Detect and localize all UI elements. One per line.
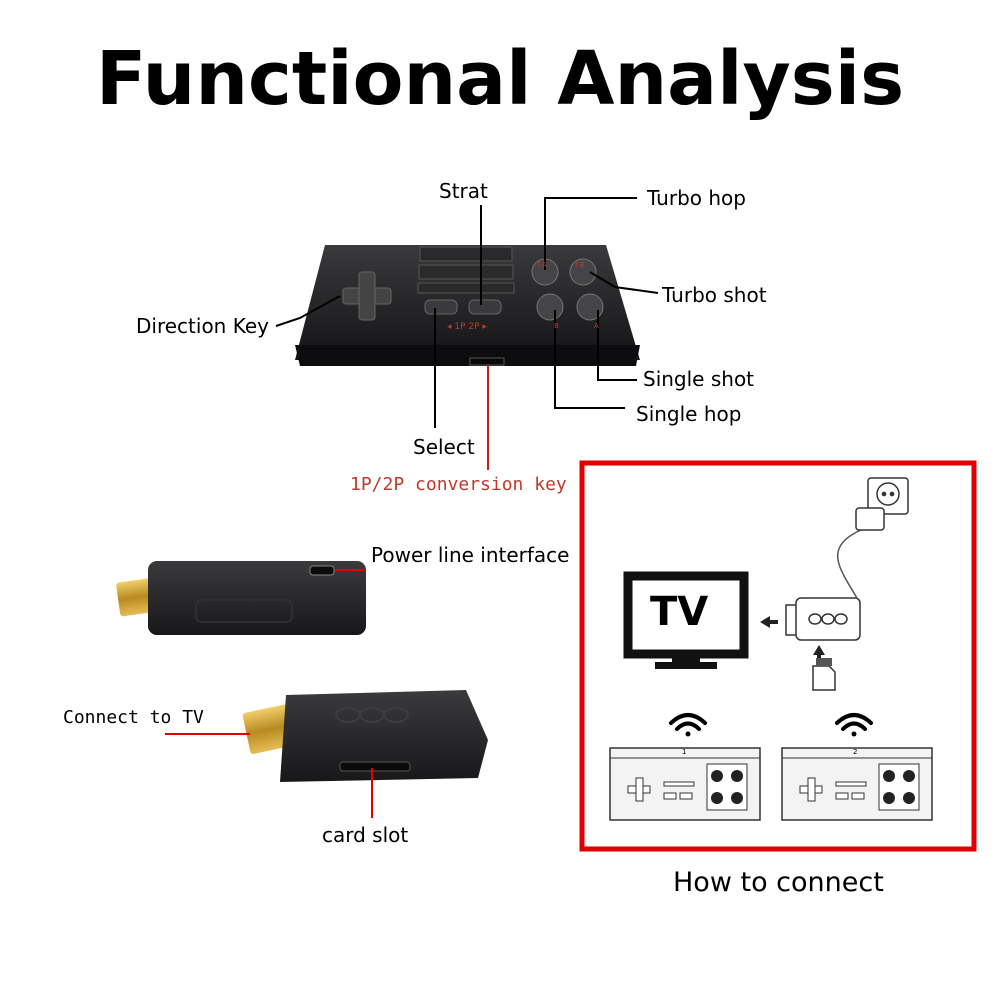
- dpad-icon: [342, 271, 392, 321]
- button-mark-b: B: [554, 322, 559, 330]
- arrow-left-icon: [760, 616, 770, 628]
- wifi-icon: [835, 713, 873, 737]
- turbo-shot-button: [569, 258, 597, 286]
- pad-2-number: 2: [853, 748, 858, 756]
- wifi-icon: [669, 713, 707, 737]
- single-hop-button: [536, 293, 564, 321]
- label-direction-key: Direction Key: [136, 314, 269, 338]
- page-title: Functional Analysis: [95, 36, 905, 122]
- label-card-slot: card slot: [322, 823, 409, 847]
- button-mark-turbo-a: T-A: [536, 261, 547, 269]
- sd-card-icon: [812, 658, 836, 691]
- tv-icon: [623, 571, 749, 669]
- wall-socket-icon: [855, 477, 909, 531]
- button-mark-a: A: [594, 322, 599, 330]
- label-select: Select: [413, 435, 475, 459]
- game-controller: [295, 245, 640, 366]
- card-slot: [339, 761, 411, 772]
- button-mark-turbo-b: T-B: [574, 261, 585, 269]
- label-single-hop: Single hop: [636, 402, 742, 426]
- player-switch-label: ◂ 1P 2P ▸: [447, 322, 487, 332]
- start-button: [468, 299, 502, 315]
- label-connect-to-tv: Connect to TV: [63, 707, 204, 728]
- label-power-interface: Power line interface: [371, 543, 570, 567]
- box-dongle-icon: [785, 597, 861, 641]
- select-button: [424, 299, 458, 315]
- tv-text: TV: [650, 589, 709, 635]
- gamepad-1-icon: [609, 747, 761, 821]
- micro-usb-port: [309, 565, 335, 576]
- infinity-logo-icon: [335, 707, 409, 723]
- label-turbo-hop: Turbo hop: [647, 186, 746, 210]
- player-switch-slot: [469, 357, 505, 366]
- label-start: Strat: [439, 179, 488, 203]
- dongle-hdmi-side: [242, 690, 488, 782]
- connect-frame: [579, 460, 977, 852]
- label-single-shot: Single shot: [643, 367, 755, 391]
- single-shot-button: [576, 293, 604, 321]
- arrow-up-icon: [813, 645, 825, 655]
- controller-leader-lines: [275, 197, 659, 470]
- gamepad-2-icon: [781, 747, 933, 821]
- label-turbo-shot: Turbo shot: [662, 283, 767, 307]
- label-conversion-key: 1P/2P conversion key: [350, 474, 567, 495]
- pad-1-number: 1: [682, 748, 687, 756]
- how-to-connect-caption: How to connect: [673, 867, 884, 898]
- dongle-power-side: [116, 561, 366, 635]
